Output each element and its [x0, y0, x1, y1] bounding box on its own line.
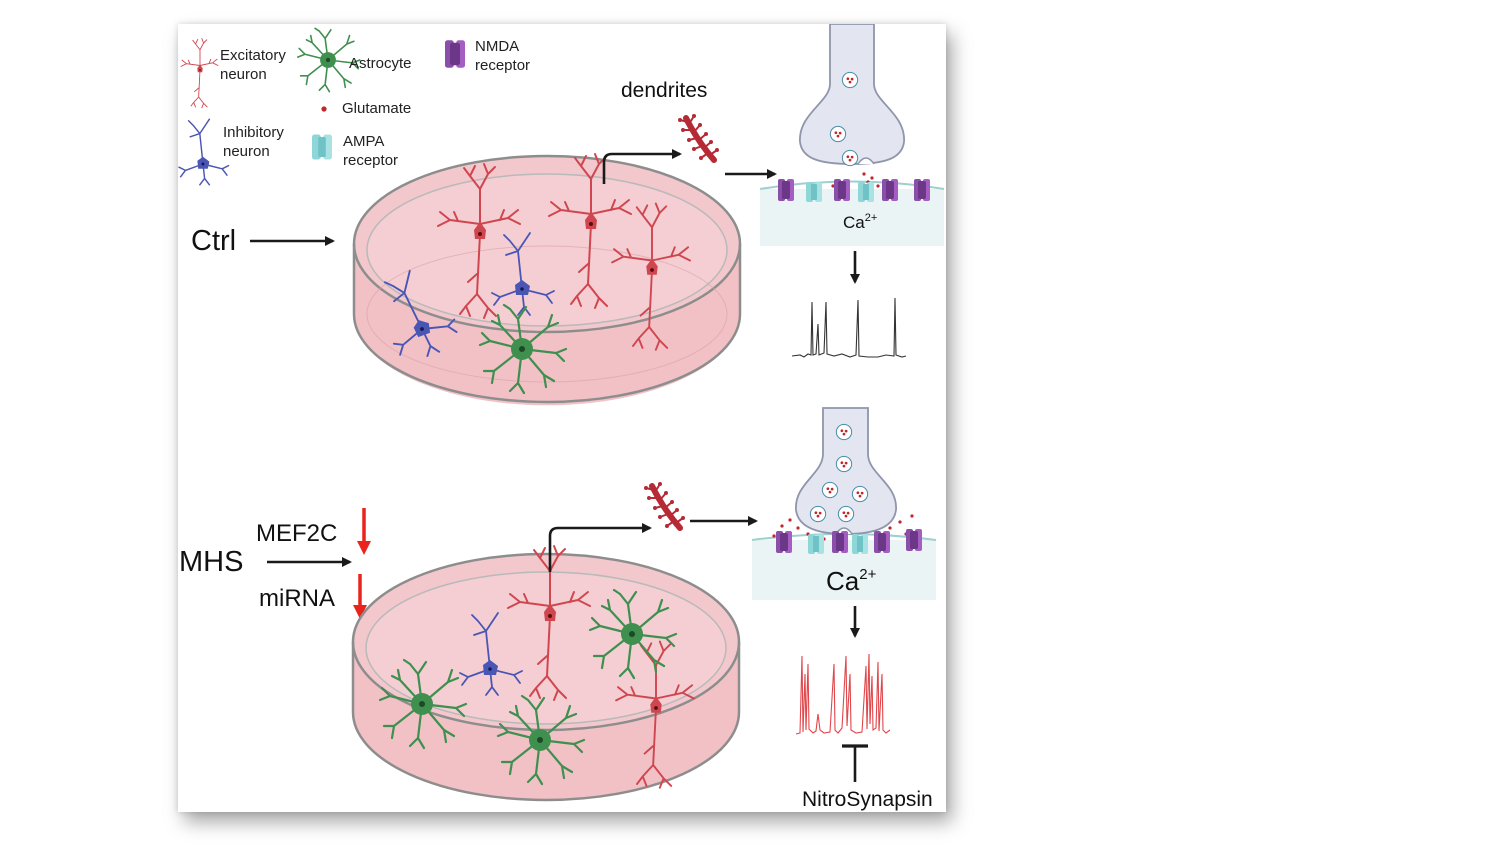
- mhs-calcium-label: Ca2+: [826, 566, 877, 596]
- figure-panel: Excitatory neuron Astrocyte Glutamate NM…: [178, 23, 946, 812]
- ampa-receptor-icon: [312, 134, 332, 160]
- dendrite-icon: [644, 482, 685, 528]
- legend-excitatory-label-1: Excitatory: [220, 47, 286, 64]
- legend-nmda-label-2: receptor: [475, 57, 530, 74]
- legend-astrocyte-label: Astrocyte: [349, 55, 412, 72]
- mhs-label: MHS: [179, 546, 243, 578]
- synapse-icon: [751, 407, 937, 600]
- dendrite-icon: [678, 114, 719, 160]
- dendrites-label: dendrites: [621, 79, 707, 102]
- legend-inhibitory-label-1: Inhibitory: [223, 124, 284, 141]
- glutamate-icon: [321, 106, 327, 112]
- mhs-to-dendrite-arrow: [548, 523, 652, 572]
- legend-glutamate-label: Glutamate: [342, 100, 411, 117]
- ctrl-calcium-trace: [791, 297, 907, 358]
- legend-nmda-label-1: NMDA: [475, 38, 519, 55]
- ctrl-condition: Ctrl dendrites: [191, 23, 945, 406]
- inhibition-bar-icon: [842, 744, 868, 782]
- nitrosynapsin-label: NitroSynapsin: [802, 788, 933, 811]
- ctrl-to-dendrite-arrow: [602, 149, 682, 184]
- petri-dish-icon: [352, 154, 742, 406]
- legend-ampa-label-2: receptor: [343, 152, 398, 169]
- mhs-calcium-trace: [795, 653, 891, 735]
- nmda-receptor-icon: [445, 40, 465, 68]
- inhibitory-neuron-icon: [178, 118, 230, 186]
- legend: Excitatory neuron Astrocyte Glutamate NM…: [178, 27, 530, 186]
- mirna-label: miRNA: [259, 585, 335, 612]
- excitatory-neuron-icon: [180, 38, 219, 109]
- legend-ampa-label-1: AMPA: [343, 133, 384, 150]
- legend-excitatory-label-2: neuron: [220, 66, 267, 83]
- ctrl-label: Ctrl: [191, 225, 236, 257]
- diagram-canvas: Excitatory neuron Astrocyte Glutamate NM…: [178, 23, 945, 811]
- mhs-condition: MHS MEF2C miRNA: [179, 407, 937, 811]
- legend-inhibitory-label-2: neuron: [223, 143, 270, 160]
- mef2c-label: MEF2C: [256, 520, 337, 547]
- ctrl-calcium-label: Ca2+: [843, 212, 877, 232]
- synapse-icon: [759, 23, 945, 246]
